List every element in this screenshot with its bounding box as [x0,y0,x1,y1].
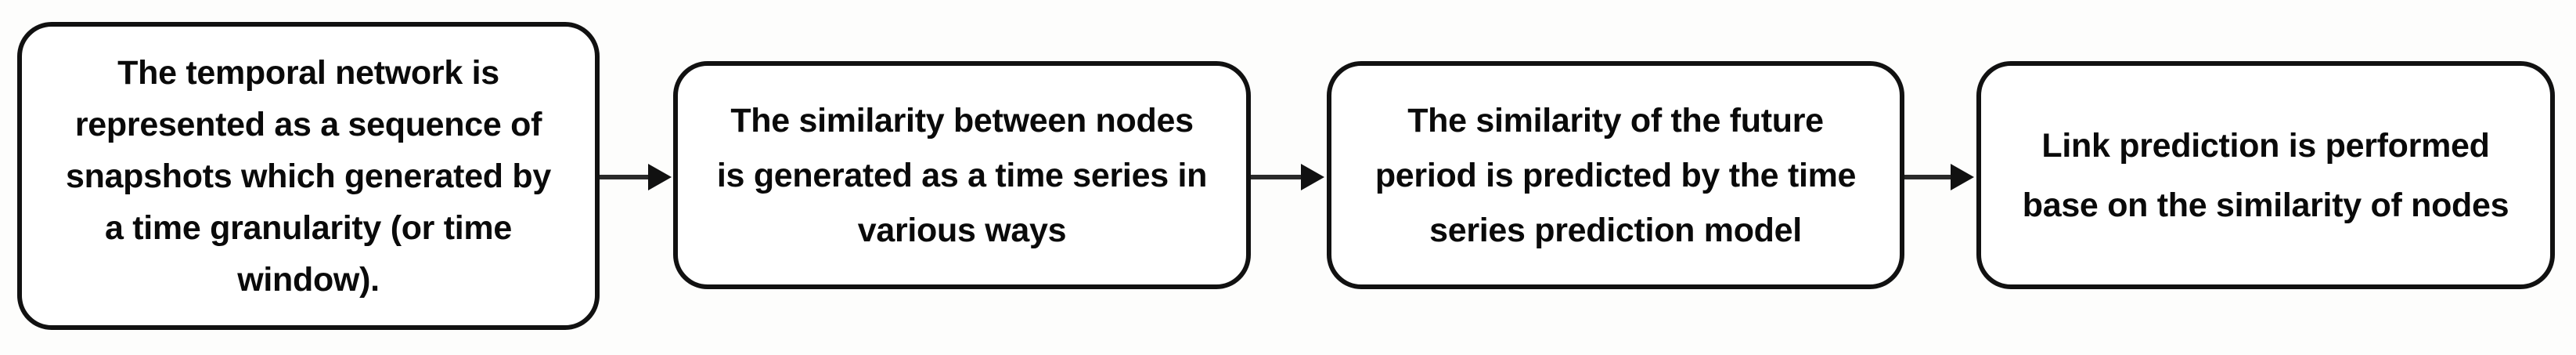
flow-node-step-4-label: Link prediction is performed base on the… [2022,126,2509,224]
arrow-step-3-to-step-4 [1904,164,1978,190]
arrow-shaft [600,175,654,179]
arrow-head-icon [648,164,672,190]
flow-node-step-1[interactable]: The temporal network is represented as a… [17,22,600,330]
flow-node-step-1-label: The temporal network is represented as a… [65,53,551,299]
arrow-step-2-to-step-3 [1251,164,1328,190]
flow-node-step-2-label: The similarity between nodes is generate… [716,101,1208,249]
arrow-head-icon [1951,164,1974,190]
flow-node-step-2[interactable]: The similarity between nodes is generate… [673,61,1251,289]
flow-node-step-3[interactable]: The similarity of the future period is p… [1327,61,1904,289]
arrow-step-1-to-step-2 [600,164,675,190]
arrow-shaft [1904,175,1957,179]
arrow-shaft [1251,175,1307,179]
flow-node-step-4[interactable]: Link prediction is performed base on the… [1976,61,2555,289]
arrow-head-icon [1301,164,1324,190]
flow-node-step-3-label: The similarity of the future period is p… [1374,101,1857,249]
